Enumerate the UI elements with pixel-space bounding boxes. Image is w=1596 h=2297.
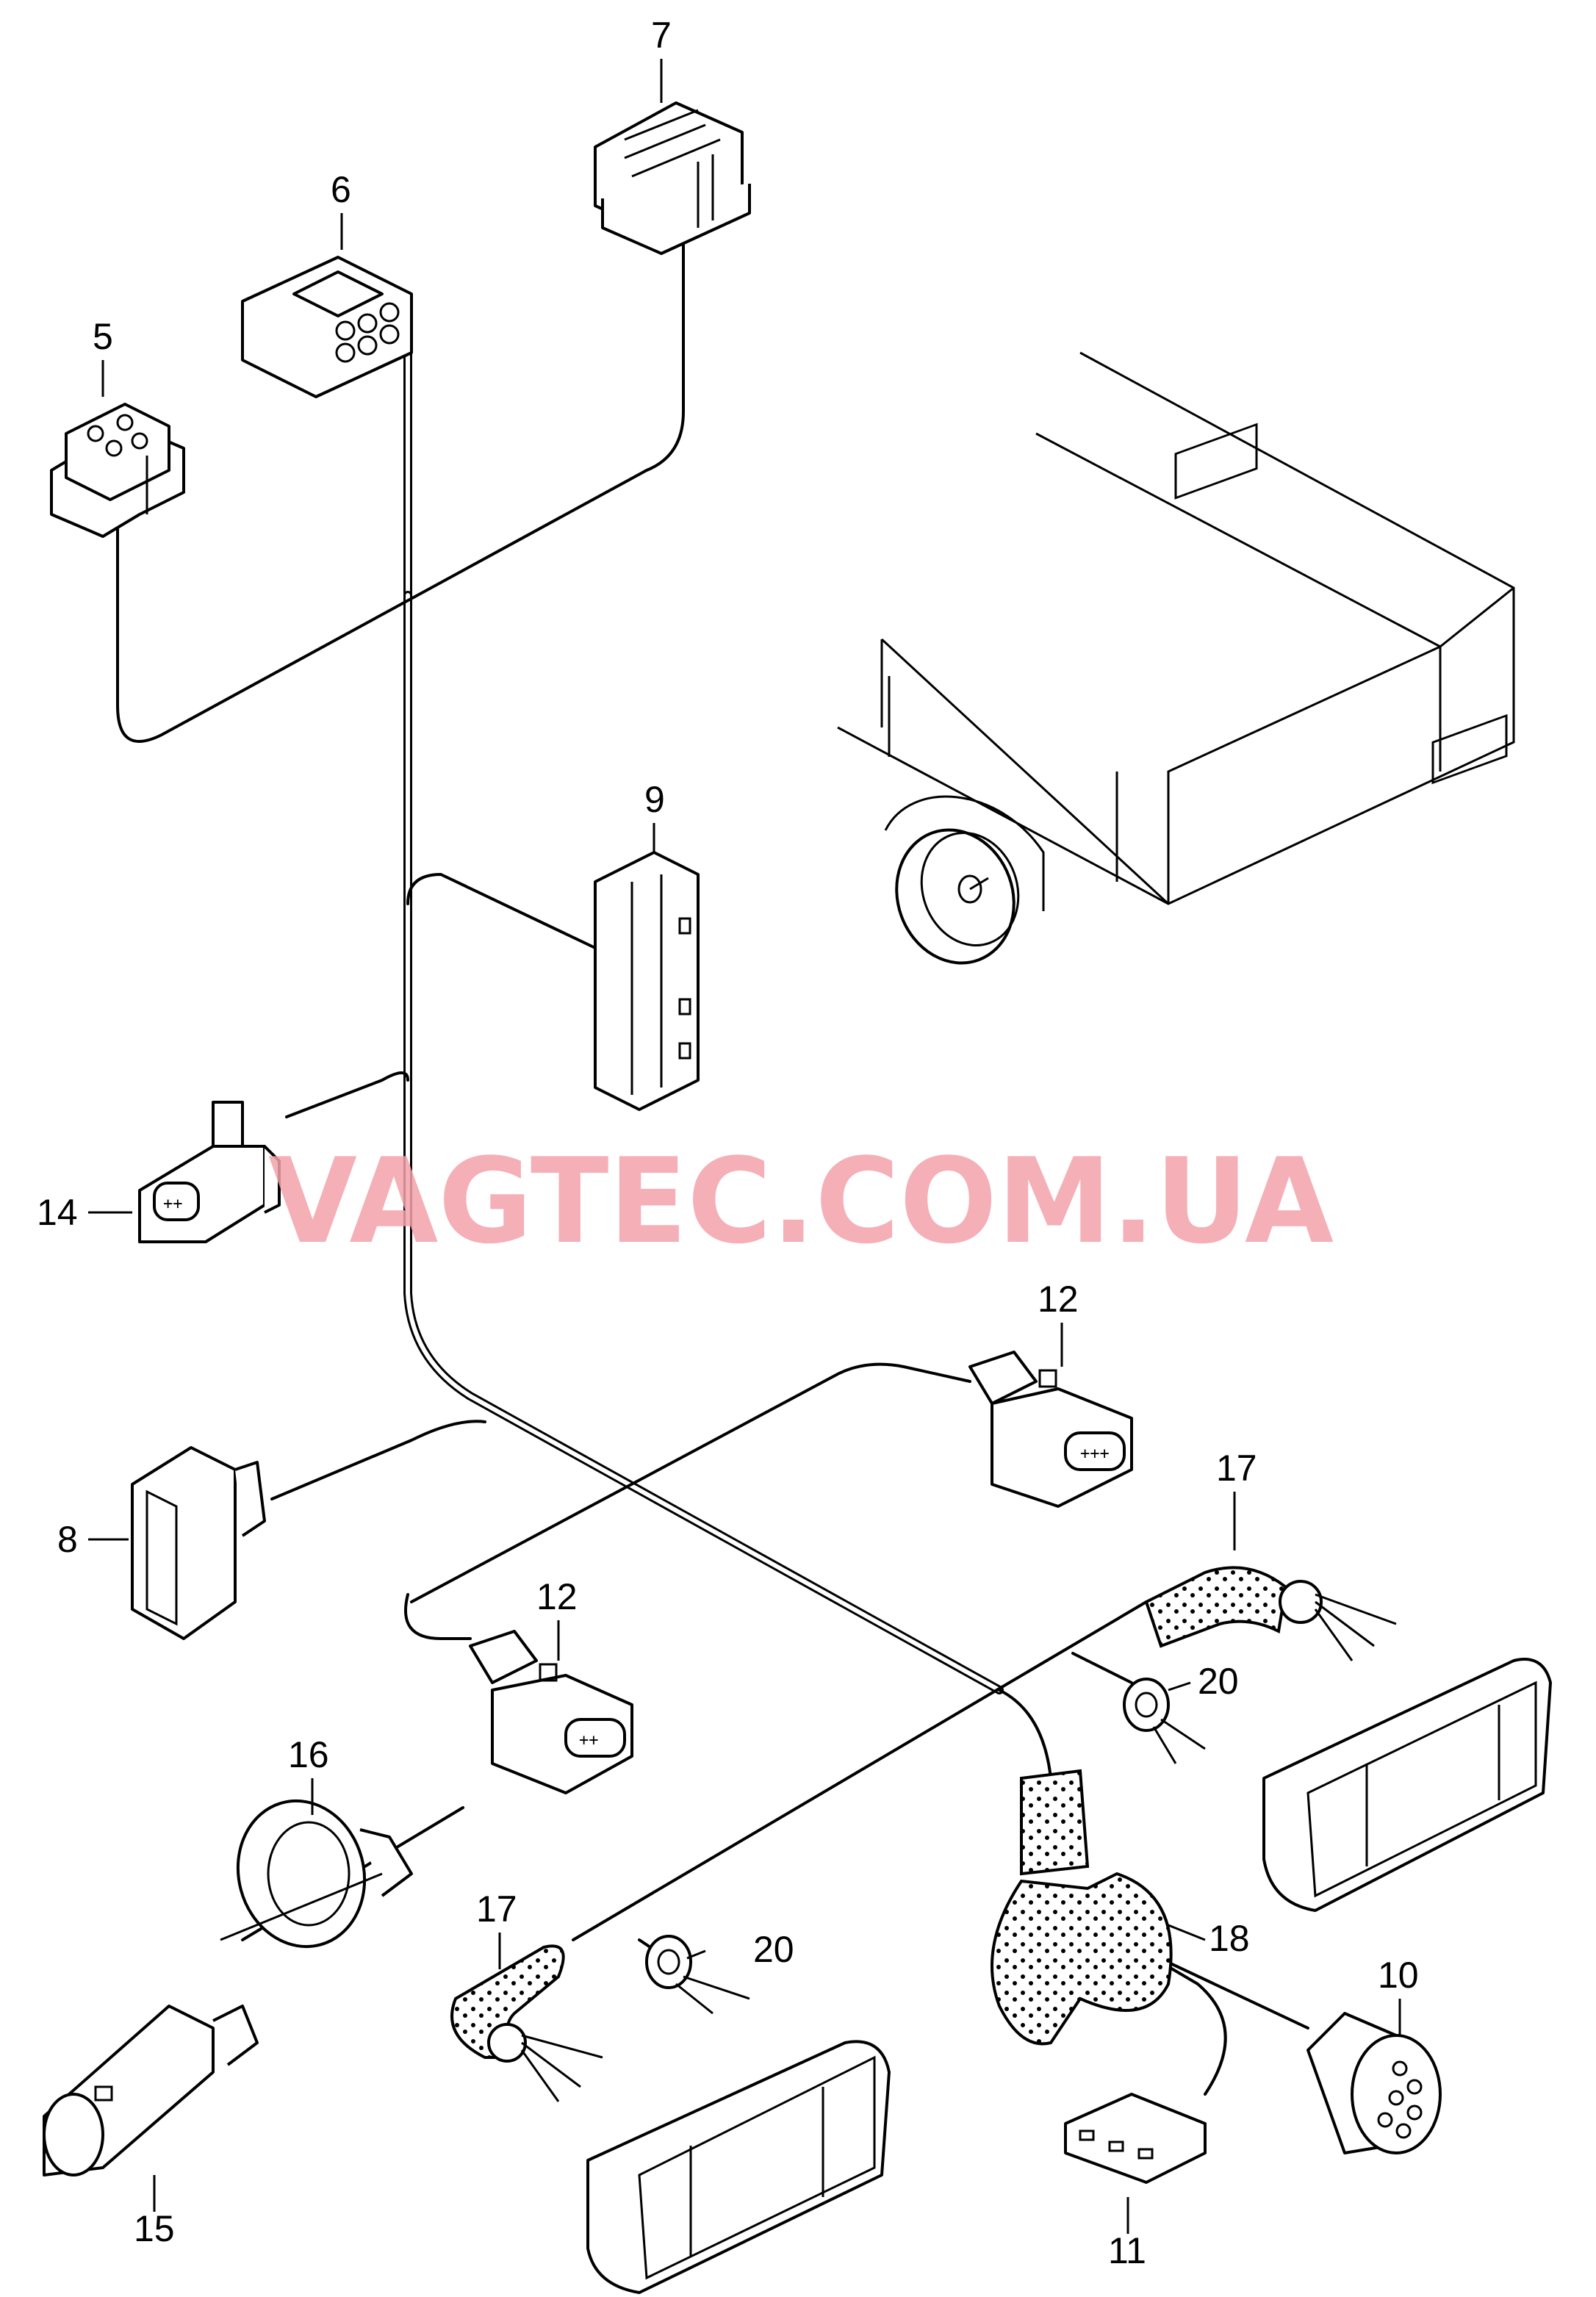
watermark-text: VAGTEC.COM.UA [268, 1132, 1334, 1270]
connector-9 [594, 851, 700, 1111]
callout-20-right: 20 [1198, 1661, 1239, 1702]
grommet-20-left [645, 1935, 750, 2015]
trailer-illustration [837, 351, 1515, 965]
cable-sleeve-17-right [1144, 1566, 1397, 1661]
connector-8 [131, 1446, 266, 1640]
cable-sleeve-17-left [450, 1944, 603, 2102]
callout-5: 5 [93, 316, 113, 357]
callout-12-upper: 12 [1038, 1279, 1079, 1320]
callout-8: 8 [57, 1519, 78, 1560]
connector-5 [50, 403, 185, 538]
tail-lamp-right [1262, 1658, 1552, 1912]
callout-9: 9 [644, 779, 665, 820]
callout-15: 15 [134, 2208, 175, 2249]
callout-7: 7 [651, 15, 672, 56]
callout-12-lower: 12 [536, 1576, 578, 1617]
grommet-16 [220, 1799, 413, 1949]
connector-14: ++ [138, 1101, 281, 1243]
callout-20-left: 20 [753, 1929, 794, 1970]
callout-17-right: 17 [1216, 1448, 1257, 1489]
callout-labels: 5 6 7 9 14 8 12 12 16 17 17 20 20 18 10 … [37, 15, 1419, 2271]
connector-12-upper: +++ [968, 1351, 1133, 1508]
callout-16: 16 [288, 1734, 329, 1775]
svg-text:++: ++ [163, 1195, 183, 1213]
trailer-socket-10 [1306, 2012, 1442, 2154]
connector-7 [594, 101, 751, 255]
connector-6 [241, 256, 413, 398]
callout-11: 11 [1108, 2230, 1146, 2271]
svg-text:++: ++ [579, 1731, 599, 1750]
callout-14: 14 [37, 1192, 78, 1233]
callout-10: 10 [1378, 1955, 1419, 1996]
callout-17-left: 17 [476, 1888, 517, 1930]
connector-12-lower: ++ [469, 1630, 633, 1794]
wire-harness [116, 241, 1309, 2096]
connector-11 [1064, 2093, 1207, 2184]
svg-text:+++: +++ [1080, 1445, 1110, 1463]
grommet-20-right [1123, 1678, 1206, 1764]
callout-6: 6 [331, 169, 351, 210]
cable-loom-18 [991, 1769, 1173, 2046]
tail-lamp-left [586, 2040, 891, 2294]
callout-18: 18 [1209, 1918, 1250, 1959]
connector-15 [43, 2005, 259, 2176]
leader-lines [88, 59, 1401, 2234]
